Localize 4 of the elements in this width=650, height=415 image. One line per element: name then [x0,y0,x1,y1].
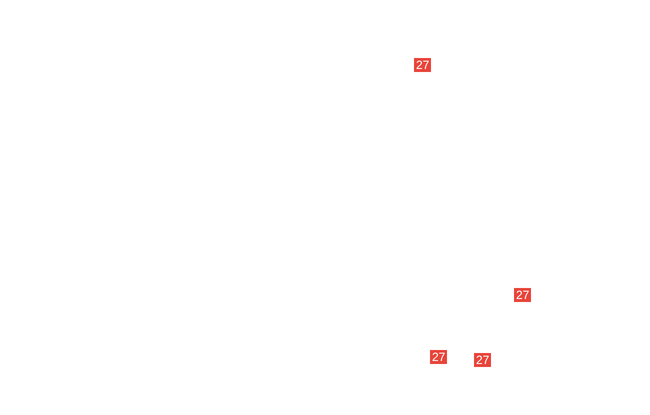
callout-number: 27 [474,353,492,367]
callout-number: 27 [414,58,432,72]
callout-number: 27 [430,350,448,364]
callout-number: 27 [514,288,532,302]
